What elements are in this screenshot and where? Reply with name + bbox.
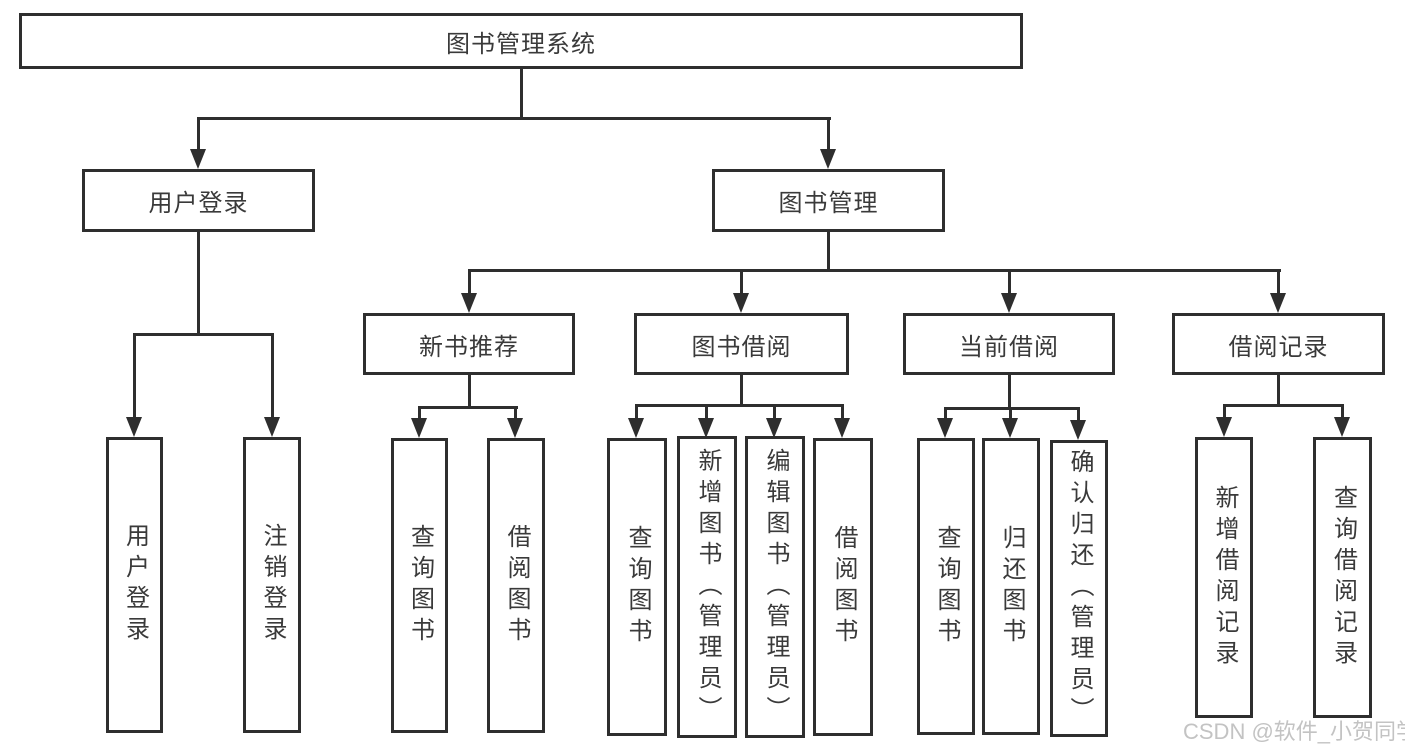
arrowhead-down-icon: [1334, 417, 1350, 437]
arrowhead-down-icon: [126, 417, 142, 437]
connector-line: [740, 269, 743, 295]
connector-line: [418, 406, 518, 409]
connector-line: [197, 117, 831, 120]
connector-line: [468, 269, 1281, 272]
leaf-user-login: 用户登录: [106, 437, 163, 733]
connector-line: [1223, 404, 1226, 417]
leaf-borrow-book-1: 借阅图书: [487, 438, 545, 733]
leaf-query-book-2: 查询图书: [607, 438, 667, 736]
connector-line: [1341, 404, 1344, 417]
connector-line: [841, 404, 844, 418]
connector-line: [944, 407, 947, 418]
leaf-add-borrow-record: 新增借阅记录: [1195, 437, 1253, 718]
leaf-query-book-1: 查询图书: [391, 438, 448, 733]
connector-line: [944, 407, 1080, 410]
arrowhead-down-icon: [1270, 293, 1286, 313]
leaf-edit-book-admin: 编辑图书（管理员）: [745, 436, 805, 738]
arrowhead-down-icon: [733, 293, 749, 313]
node-book-borrow: 图书借阅: [634, 313, 849, 375]
connector-line: [705, 404, 708, 418]
arrowhead-down-icon: [628, 418, 644, 438]
node-borrow-record: 借阅记录: [1172, 313, 1385, 375]
connector-line: [520, 69, 523, 119]
arrowhead-down-icon: [766, 418, 782, 438]
arrowhead-down-icon: [698, 418, 714, 438]
node-root-system: 图书管理系统: [19, 13, 1023, 69]
connector-line: [197, 232, 200, 335]
connector-line: [271, 333, 274, 417]
leaf-logout: 注销登录: [243, 437, 301, 733]
arrowhead-down-icon: [834, 418, 850, 438]
connector-line: [1277, 269, 1280, 295]
connector-line: [468, 375, 471, 409]
leaf-borrow-book-2: 借阅图书: [813, 438, 873, 736]
arrowhead-down-icon: [461, 293, 477, 313]
arrowhead-down-icon: [820, 149, 836, 169]
leaf-confirm-return-admin: 确认归还（管理员）: [1050, 440, 1108, 737]
node-book-management: 图书管理: [712, 169, 945, 232]
connector-line: [1077, 407, 1080, 420]
connector-line: [133, 333, 136, 417]
node-current-borrow: 当前借阅: [903, 313, 1115, 375]
leaf-query-book-3: 查询图书: [917, 438, 975, 735]
leaf-return-book: 归还图书: [982, 438, 1040, 735]
connector-line: [635, 404, 844, 407]
connector-line: [827, 232, 830, 272]
connector-line: [740, 375, 743, 407]
arrowhead-down-icon: [1070, 420, 1086, 440]
connector-line: [514, 406, 517, 419]
connector-line: [418, 406, 421, 419]
connector-line: [1223, 404, 1344, 407]
node-user-login: 用户登录: [82, 169, 315, 232]
connector-line: [635, 404, 638, 418]
arrowhead-down-icon: [1216, 417, 1232, 437]
arrowhead-down-icon: [190, 149, 206, 169]
leaf-query-borrow-record: 查询借阅记录: [1313, 437, 1372, 718]
connector-line: [133, 333, 274, 336]
connector-line: [827, 117, 830, 151]
connector-line: [468, 269, 471, 295]
node-new-book-recommend: 新书推荐: [363, 313, 575, 375]
connector-line: [197, 117, 200, 151]
connector-line: [773, 404, 776, 418]
leaf-add-book-admin: 新增图书（管理员）: [677, 436, 737, 738]
arrowhead-down-icon: [411, 418, 427, 438]
arrowhead-down-icon: [264, 417, 280, 437]
arrowhead-down-icon: [937, 418, 953, 438]
arrowhead-down-icon: [1002, 418, 1018, 438]
connector-line: [1277, 375, 1280, 407]
arrowhead-down-icon: [1001, 293, 1017, 313]
connector-line: [1009, 407, 1012, 418]
arrowhead-down-icon: [507, 418, 523, 438]
csdn-watermark: CSDN @软件_小贺同学: [1183, 719, 1405, 744]
connector-line: [1008, 375, 1011, 410]
connector-line: [1008, 269, 1011, 295]
